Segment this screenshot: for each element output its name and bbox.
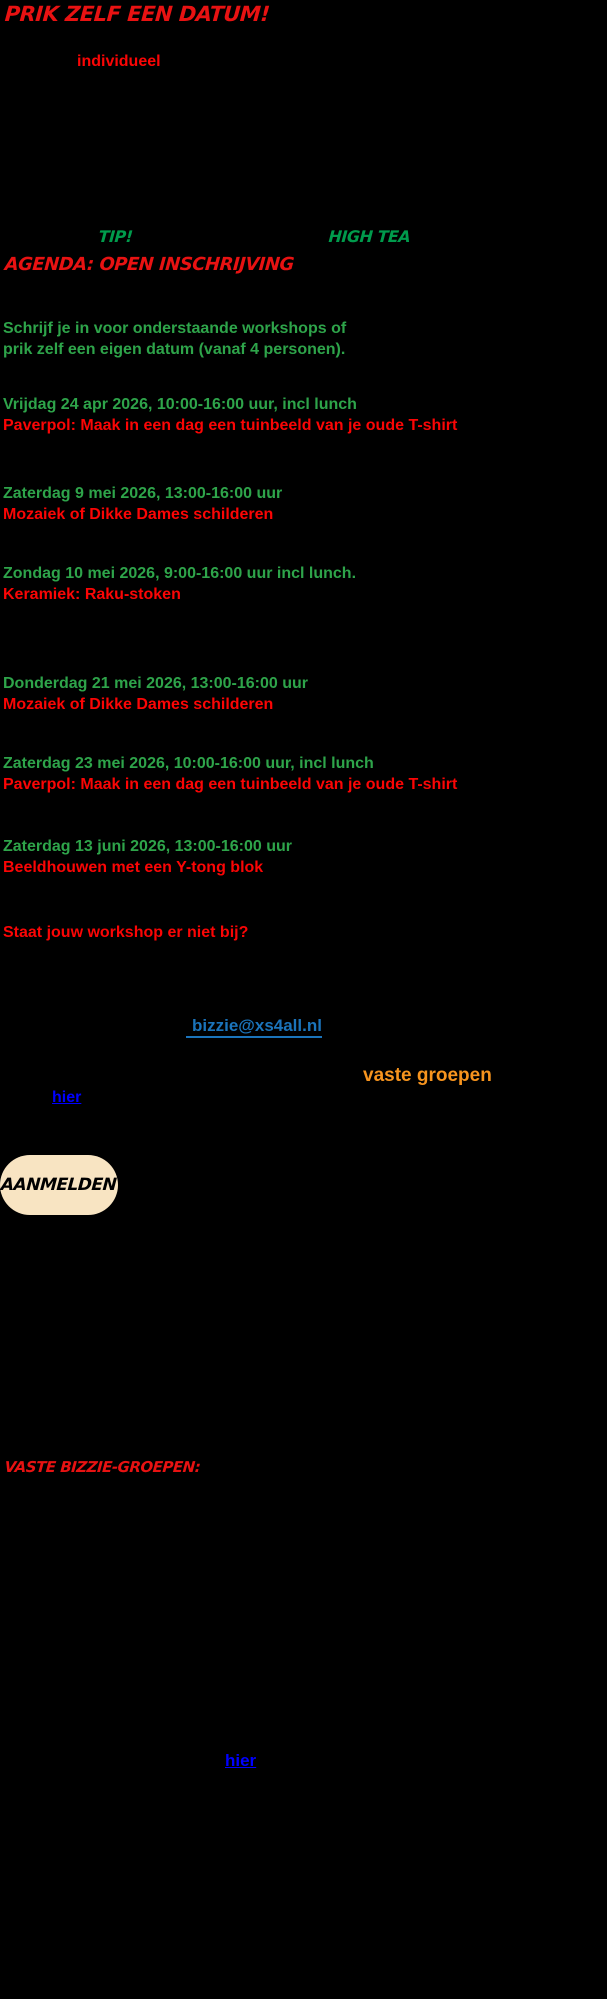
email-link[interactable]: bizzie@xs4all.nl xyxy=(186,1016,322,1038)
workshop-date: Zondag 10 mei 2026, 9:00-16:00 uur incl … xyxy=(3,565,357,582)
agenda-heading: AGENDA: OPEN INSCHRIJVING xyxy=(4,254,295,275)
workshop-entry: Vrijdag 24 apr 2026, 10:00-16:00 uur, in… xyxy=(3,394,457,436)
workshop-entry: Zondag 10 mei 2026, 9:00-16:00 uur incl … xyxy=(3,563,356,605)
workshop-entry: Zaterdag 9 mei 2026, 13:00-16:00 uur Moz… xyxy=(3,483,282,525)
workshop-date: Zaterdag 13 juni 2026, 13:00-16:00 uur xyxy=(3,838,293,855)
aanmelden-button[interactable]: AANMELDEN xyxy=(0,1155,118,1215)
tip-highlight: TIP! xyxy=(98,227,134,246)
individueel-highlight: individueel xyxy=(77,53,161,70)
workshop-title: Paverpol: Maak in een dag een tuinbeeld … xyxy=(3,776,458,793)
workshop-entry: Donderdag 21 mei 2026, 13:00-16:00 uur M… xyxy=(3,673,308,715)
workshop-title: Mozaiek of Dikke Dames schilderen xyxy=(3,696,274,713)
workshop-title: Keramiek: Raku-stoken xyxy=(3,586,181,603)
workshop-title: Mozaiek of Dikke Dames schilderen xyxy=(3,506,274,523)
agenda-intro-line1: Schrijf je in voor onderstaande workshop… xyxy=(3,320,347,337)
workshop-date: Zaterdag 9 mei 2026, 13:00-16:00 uur xyxy=(3,485,283,502)
workshop-date: Vrijdag 24 apr 2026, 10:00-16:00 uur, in… xyxy=(3,396,357,413)
workshop-title: Paverpol: Maak in een dag een tuinbeeld … xyxy=(3,417,458,434)
hier-link-groups-info[interactable]: hier xyxy=(52,1089,82,1106)
workshop-entry: Zaterdag 13 juni 2026, 13:00-16:00 uur B… xyxy=(3,836,292,878)
agenda-intro: Schrijf je in voor onderstaande workshop… xyxy=(3,318,346,360)
agenda-intro-line2: prik zelf een eigen datum (vanaf 4 perso… xyxy=(3,341,346,358)
high-tea-highlight: HIGH TEA xyxy=(328,227,412,246)
vaste-bizzie-groepen-heading: VASTE BIZZIE-GROEPEN: xyxy=(4,1458,201,1476)
vaste-groepen-highlight: vaste groepen xyxy=(363,1065,492,1086)
workshop-title: Beeldhouwen met een Y-tong blok xyxy=(3,859,264,876)
page-title: PRIK ZELF EEN DATUM! xyxy=(4,2,271,26)
aanmelden-button-label: AANMELDEN xyxy=(0,1175,118,1195)
workshop-date: Donderdag 21 mei 2026, 13:00-16:00 uur xyxy=(3,675,309,692)
hier-link-bottom[interactable]: hier xyxy=(225,1751,257,1770)
workshop-not-listed-question: Staat jouw workshop er niet bij? xyxy=(3,924,249,941)
workshop-entry: Zaterdag 23 mei 2026, 10:00-16:00 uur, i… xyxy=(3,753,457,795)
workshop-date: Zaterdag 23 mei 2026, 10:00-16:00 uur, i… xyxy=(3,755,374,772)
